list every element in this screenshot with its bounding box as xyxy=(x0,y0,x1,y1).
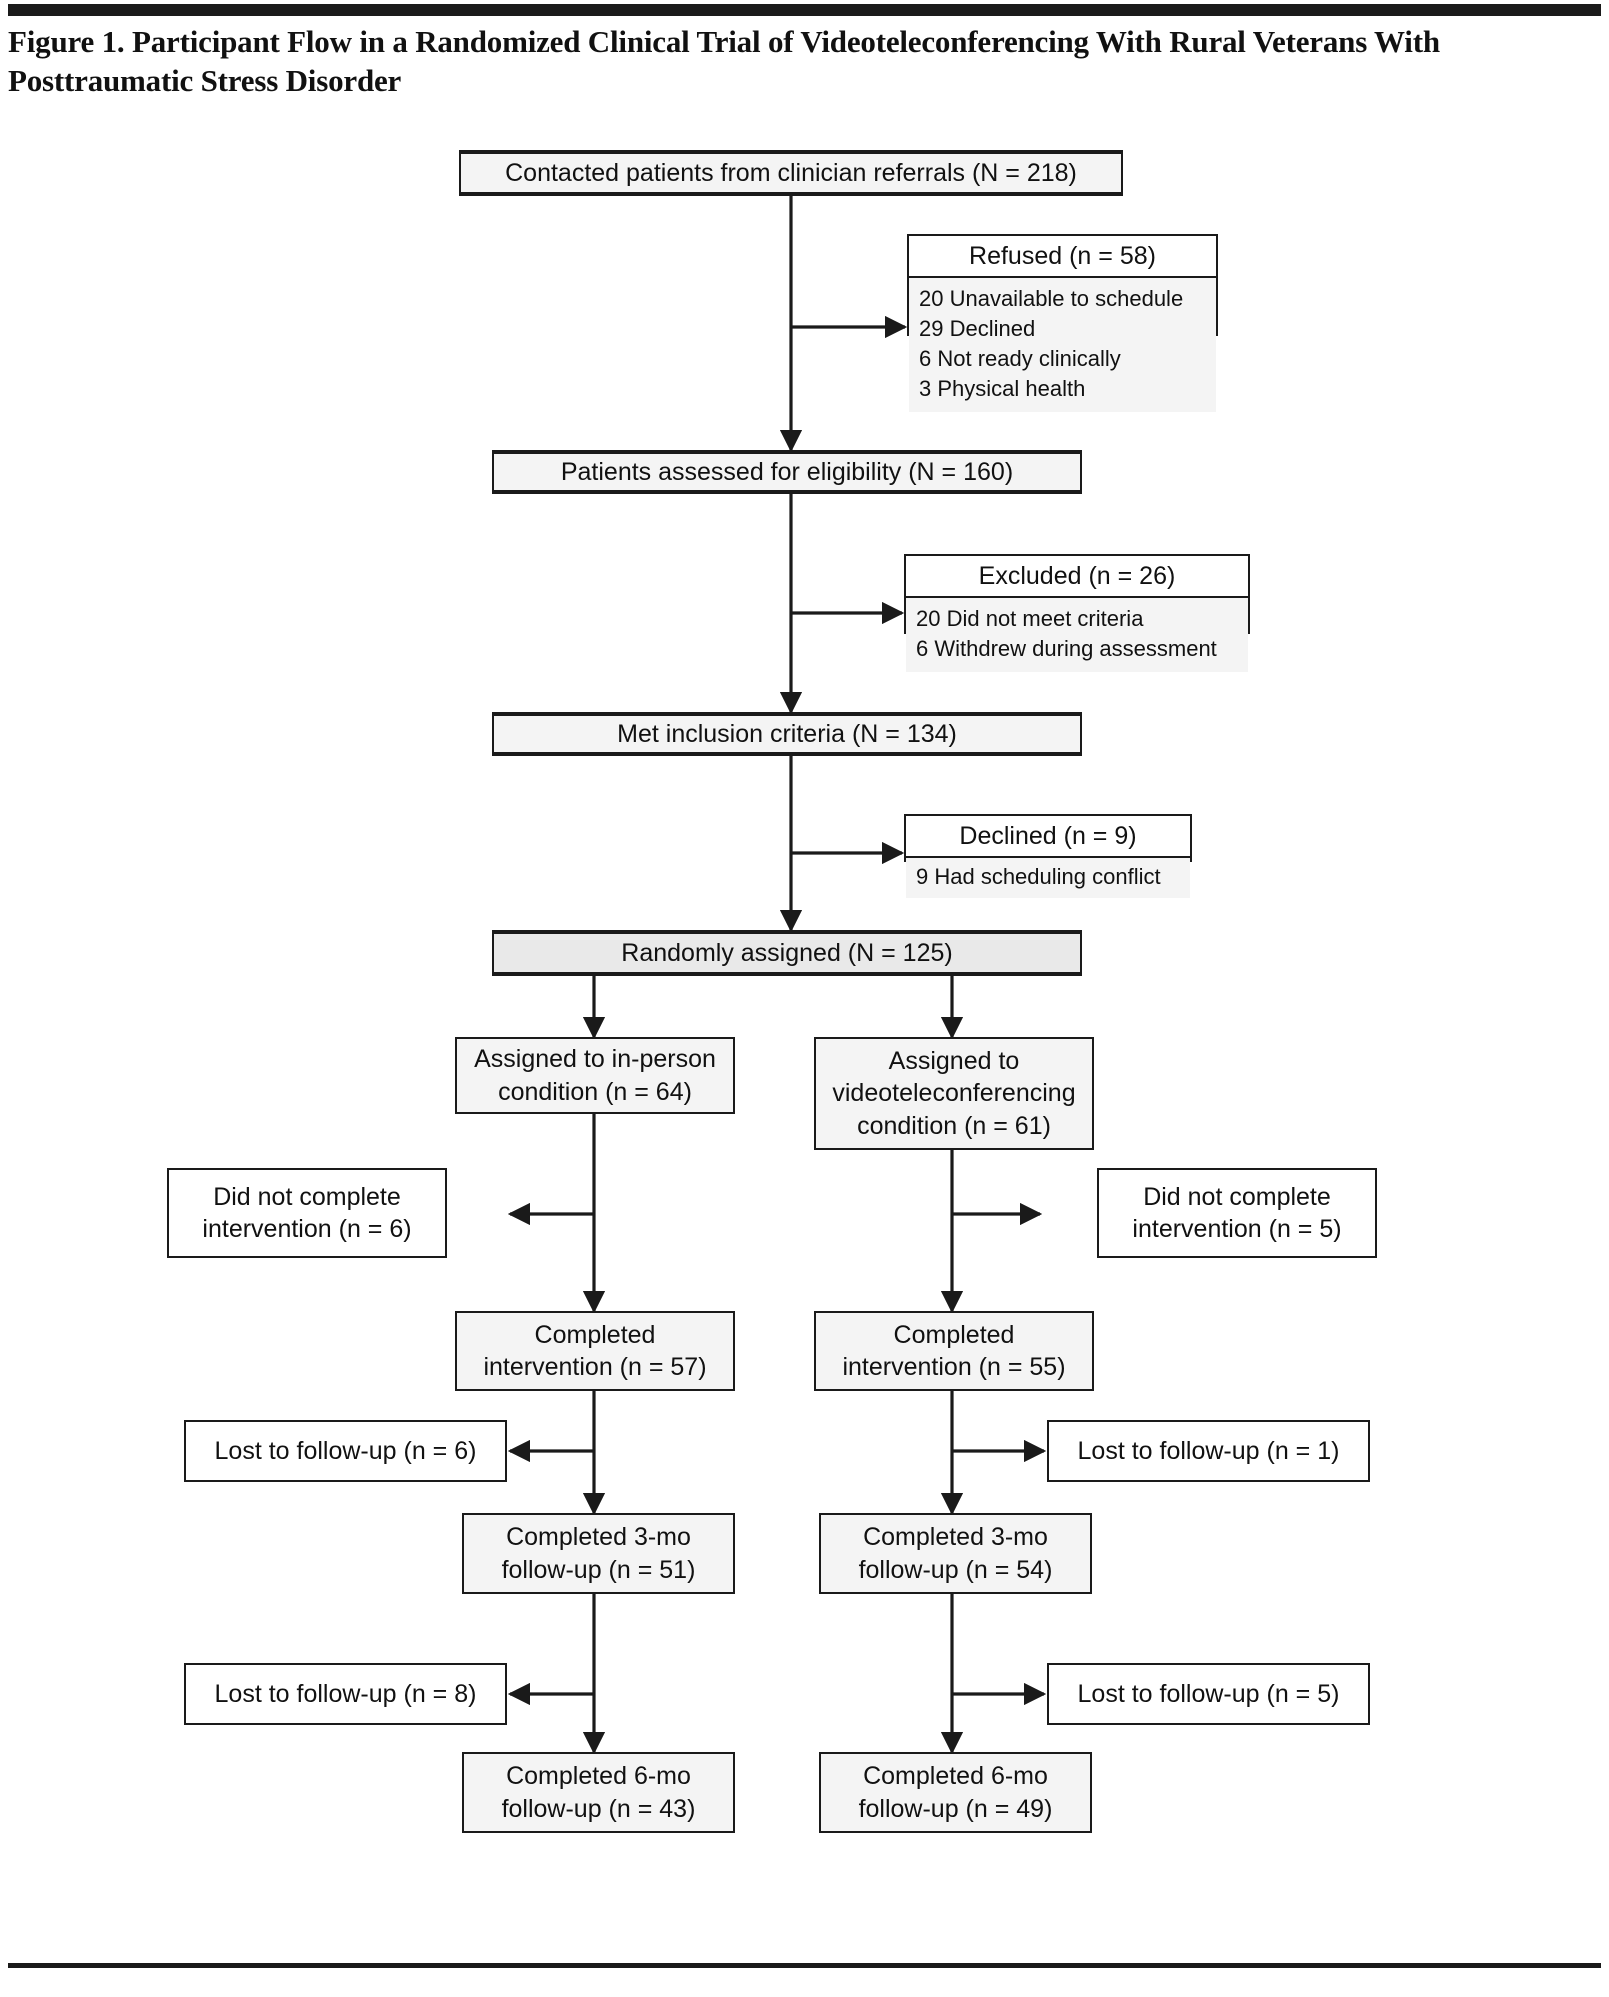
node-completed-intervention-left-line1: Completed xyxy=(534,1320,656,1349)
node-met-inclusion-label: Met inclusion criteria (N = 134) xyxy=(617,719,957,748)
node-met-inclusion[interactable]: Met inclusion criteria (N = 134) xyxy=(492,712,1082,756)
node-refused-reason-1: 20 Unavailable to schedule xyxy=(919,286,1184,311)
node-completed-3mo-left-line2: follow-up (n = 51) xyxy=(501,1555,696,1584)
node-completed-intervention-right-line1: Completed xyxy=(893,1320,1015,1349)
node-completed-6mo-left-line1: Completed 6-mo xyxy=(506,1762,691,1790)
node-refused-reason-3: 6 Not ready clinically xyxy=(919,345,1121,371)
node-lost-followup-6mo-left[interactable]: Lost to follow-up (n = 8) xyxy=(184,1663,507,1725)
node-completed-3mo-left[interactable]: Completed 3-mo follow-up (n = 51) xyxy=(462,1513,735,1594)
node-declined-reason-1: 9 Had scheduling conflict xyxy=(916,864,1161,889)
node-completed-6mo-left[interactable]: Completed 6-mo follow-up (n = 43) xyxy=(462,1752,735,1833)
node-randomly-assigned[interactable]: Randomly assigned (N = 125) xyxy=(492,930,1082,976)
node-completed-6mo-right-line2: follow-up (n = 49) xyxy=(858,1794,1053,1823)
node-randomly-assigned-label: Randomly assigned (N = 125) xyxy=(621,938,953,967)
node-arm-in-person[interactable]: Assigned to in-person condition (n = 64) xyxy=(455,1037,735,1114)
node-contacted-patients[interactable]: Contacted patients from clinician referr… xyxy=(459,150,1123,196)
node-excluded[interactable]: Excluded (n = 26) 20 Did not meet criter… xyxy=(904,554,1250,672)
node-lost-followup-3mo-left[interactable]: Lost to follow-up (n = 6) xyxy=(184,1420,507,1482)
node-refused-header: Refused (n = 58) xyxy=(909,236,1216,278)
figure-title: Figure 1. Participant Flow in a Randomiz… xyxy=(8,24,1440,99)
node-did-not-complete-right-line1: Did not complete xyxy=(1143,1182,1331,1211)
node-lost-followup-6mo-right-label: Lost to follow-up (n = 5) xyxy=(1077,1679,1340,1708)
node-arm-vtc-line2: videoteleconferencing xyxy=(832,1079,1076,1108)
node-contacted-patients-label: Contacted patients from clinician referr… xyxy=(505,158,1077,187)
node-lost-followup-3mo-left-label: Lost to follow-up (n = 6) xyxy=(214,1436,477,1465)
node-completed-6mo-left-line2: follow-up (n = 43) xyxy=(501,1794,696,1823)
node-declined[interactable]: Declined (n = 9) 9 Had scheduling confli… xyxy=(904,814,1192,898)
node-completed-intervention-right[interactable]: Completed intervention (n = 55) xyxy=(814,1311,1094,1391)
bottom-rule xyxy=(8,1963,1601,1968)
node-completed-3mo-right[interactable]: Completed 3-mo follow-up (n = 54) xyxy=(819,1513,1092,1594)
node-lost-followup-3mo-right-label: Lost to follow-up (n = 1) xyxy=(1077,1436,1340,1465)
node-did-not-complete-left-line2: intervention (n = 6) xyxy=(202,1215,412,1243)
node-arm-vtc-line1: Assigned to xyxy=(888,1046,1020,1075)
node-arm-videoteleconferencing[interactable]: Assigned to videoteleconferencing condit… xyxy=(814,1037,1094,1150)
node-arm-in-person-line2: condition (n = 64) xyxy=(498,1077,692,1106)
node-completed-intervention-left[interactable]: Completed intervention (n = 57) xyxy=(455,1311,735,1391)
node-excluded-reason-1: 20 Did not meet criteria xyxy=(916,606,1144,631)
node-completed-intervention-left-line2: intervention (n = 57) xyxy=(483,1353,707,1381)
node-lost-followup-3mo-right[interactable]: Lost to follow-up (n = 1) xyxy=(1047,1420,1370,1482)
node-excluded-reason-2: 6 Withdrew during assessment xyxy=(916,635,1217,661)
node-did-not-complete-left[interactable]: Did not complete intervention (n = 6) xyxy=(167,1168,447,1258)
node-assessed-eligibility[interactable]: Patients assessed for eligibility (N = 1… xyxy=(492,450,1082,494)
node-did-not-complete-left-line1: Did not complete xyxy=(213,1182,401,1211)
node-did-not-complete-right[interactable]: Did not complete intervention (n = 5) xyxy=(1097,1168,1377,1258)
node-completed-6mo-right-line1: Completed 6-mo xyxy=(863,1762,1048,1790)
node-did-not-complete-right-line2: intervention (n = 5) xyxy=(1132,1215,1342,1243)
node-arm-vtc-line3: condition (n = 61) xyxy=(857,1111,1051,1140)
node-completed-3mo-right-line2: follow-up (n = 54) xyxy=(858,1555,1053,1584)
node-completed-3mo-left-line1: Completed 3-mo xyxy=(506,1523,691,1551)
node-completed-3mo-right-line1: Completed 3-mo xyxy=(863,1523,1048,1551)
node-excluded-reasons: 20 Did not meet criteria 6 Withdrew duri… xyxy=(906,598,1248,672)
node-arm-in-person-line1: Assigned to in-person xyxy=(474,1045,716,1073)
node-completed-intervention-right-line2: intervention (n = 55) xyxy=(842,1353,1066,1381)
node-refused-reason-2: 29 Declined xyxy=(919,315,1036,341)
node-refused-reason-4: 3 Physical health xyxy=(919,375,1086,401)
top-rule xyxy=(8,4,1601,16)
node-assessed-eligibility-label: Patients assessed for eligibility (N = 1… xyxy=(560,457,1014,486)
node-refused[interactable]: Refused (n = 58) 20 Unavailable to sched… xyxy=(907,234,1218,412)
node-excluded-header: Excluded (n = 26) xyxy=(906,556,1248,598)
node-declined-reasons: 9 Had scheduling conflict xyxy=(906,858,1190,898)
node-completed-6mo-right[interactable]: Completed 6-mo follow-up (n = 49) xyxy=(819,1752,1092,1833)
node-lost-followup-6mo-left-label: Lost to follow-up (n = 8) xyxy=(214,1679,477,1708)
node-lost-followup-6mo-right[interactable]: Lost to follow-up (n = 5) xyxy=(1047,1663,1370,1725)
node-refused-reasons: 20 Unavailable to schedule 29 Declined 6… xyxy=(909,278,1216,412)
node-declined-header: Declined (n = 9) xyxy=(906,816,1190,858)
